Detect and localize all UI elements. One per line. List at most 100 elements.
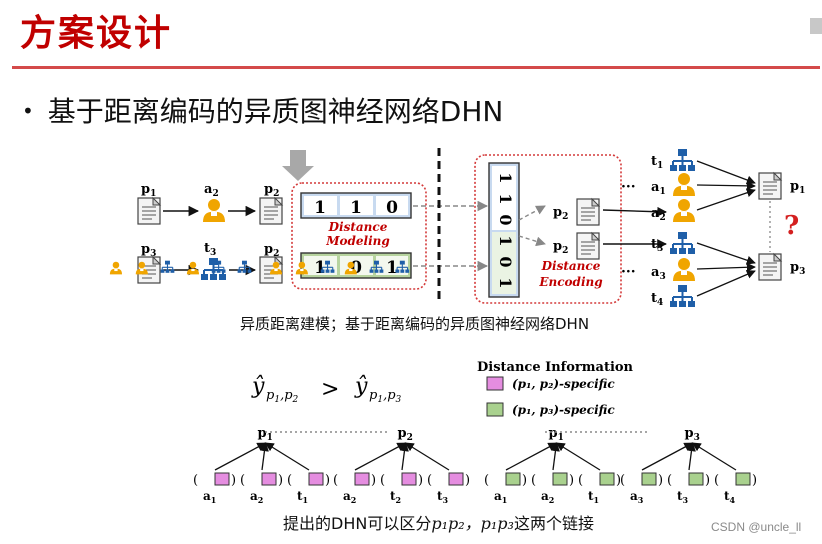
node-label: t3 xyxy=(204,241,216,258)
tree-edge xyxy=(641,442,694,471)
node-label: p2 xyxy=(264,182,279,199)
leaf-bracket: ( xyxy=(427,473,432,488)
node-label: p1 xyxy=(141,182,156,199)
tree-edge xyxy=(264,442,310,471)
caption-math: p₁p₂，p₁p₃ xyxy=(431,514,514,533)
watermark: CSDN @uncle_ll xyxy=(711,520,802,534)
node-label: t3 xyxy=(651,237,663,254)
ellipsis: ··· xyxy=(621,264,636,280)
code-digit: 1 xyxy=(496,277,515,288)
leaf-label: a1 xyxy=(494,489,507,505)
subgraph-tree: p3()a3()t3()t4 xyxy=(344,260,757,505)
code-digit: 0 xyxy=(496,256,515,267)
node-label: t4 xyxy=(651,291,663,308)
leaf-label: a1 xyxy=(203,489,216,505)
corner-decoration xyxy=(810,18,822,34)
down-arrow-icon xyxy=(282,150,314,181)
distance-code-box xyxy=(354,472,370,486)
distance-code-box xyxy=(448,472,464,486)
leaf-bracket: ) xyxy=(752,473,757,488)
distance-code-box xyxy=(552,472,568,486)
distance-modeling-block: 1 1 0 Distance Modeling 1 0 1 xyxy=(291,182,427,290)
code-digit: 1 xyxy=(496,172,515,183)
caption-part: 提出的DHN可以区分 xyxy=(283,514,432,533)
author-icon xyxy=(186,261,199,275)
term-icon xyxy=(669,148,696,172)
leaf-bracket: ( xyxy=(484,473,489,488)
term-icon xyxy=(237,260,252,274)
distance-code-box xyxy=(688,472,704,486)
modeling-label: Modeling xyxy=(325,234,390,248)
formula-operator: > xyxy=(321,377,339,402)
leaf-bracket: ) xyxy=(569,473,574,488)
subgraph-tree: p1()a1()a2()t1 xyxy=(109,260,330,505)
distance-code-box xyxy=(214,472,230,486)
leaf-bracket: ) xyxy=(705,473,710,488)
code-digit: 1 xyxy=(314,198,326,218)
formula-symbol: ŷ xyxy=(251,374,265,399)
dashed-arrow xyxy=(518,235,546,247)
left-pair-2: p3 t3 p2 xyxy=(137,241,283,284)
formula-symbol: ŷ xyxy=(354,374,368,399)
ellipsis: ··· xyxy=(621,179,636,195)
leaf-label: a3 xyxy=(630,489,644,505)
leaf-bracket: ( xyxy=(240,473,245,488)
distance-code-box xyxy=(308,472,324,486)
code-digit: 1 xyxy=(496,235,515,246)
tree-edge xyxy=(214,442,267,471)
author-icon xyxy=(673,173,695,196)
tree-edge xyxy=(550,442,560,471)
leaf-bracket: ) xyxy=(325,473,330,488)
tree-root-label: p1 xyxy=(549,426,564,443)
code-digit: 1 xyxy=(386,258,398,278)
code-digit: 0 xyxy=(496,214,515,225)
leaf-bracket: ( xyxy=(333,473,338,488)
tree-edge xyxy=(555,442,601,471)
subgraph-tree: p1()a1()a2()t1 xyxy=(269,260,621,505)
distance-code-box xyxy=(599,472,615,486)
leaf-label: a2 xyxy=(343,489,356,505)
leaf-bracket: ) xyxy=(418,473,423,488)
leaf-bracket: ) xyxy=(658,473,663,488)
title-divider xyxy=(12,66,820,69)
leaf-bracket: ) xyxy=(616,473,621,488)
paper-icon xyxy=(259,197,283,225)
paper-icon xyxy=(758,172,782,200)
legend-label: (p₁, p₃)-specific xyxy=(512,403,615,417)
neighbor-graph: ··· ··· t1 a1 a2 t3 a3 t4 p1 p3 ? xyxy=(602,148,805,308)
edge-arrow xyxy=(602,206,667,217)
leaf-label: t4 xyxy=(724,489,736,505)
legend-swatch xyxy=(486,376,504,391)
distance-code-box xyxy=(641,472,657,486)
author-icon xyxy=(109,261,122,275)
node-label: p2 xyxy=(553,239,568,256)
score-formula: ŷ p1,p2 > ŷ p1,p3 xyxy=(251,374,402,405)
leaf-label: a2 xyxy=(250,489,263,505)
slide-title: 方案设计 xyxy=(20,13,173,54)
formula-subscript: p1,p3 xyxy=(369,388,402,405)
leaf-label: a2 xyxy=(541,489,554,505)
legend-label: (p₁, p₂)-specific xyxy=(512,377,615,391)
bullet-marker: • xyxy=(22,99,34,123)
node-label: p2 xyxy=(553,205,568,222)
code-digit: 1 xyxy=(314,258,326,278)
caption-bottom: 提出的DHN可以区分p₁p₂，p₁p₃这两个链接 xyxy=(283,510,594,534)
caption-top: 异质距离建模；基于距离编码的异质图神经网络DHN xyxy=(240,315,590,333)
term-icon xyxy=(669,231,696,255)
leaf-bracket: ( xyxy=(287,473,292,488)
distance-code-box xyxy=(735,472,751,486)
node-label: a1 xyxy=(651,180,666,197)
encoding-label: Encoding xyxy=(538,275,602,289)
caption-part: 这两个链接 xyxy=(513,514,594,533)
legend: Distance Information (p₁, p₂)-specific (… xyxy=(477,360,634,417)
modeling-label: Distance xyxy=(328,220,388,234)
node-label: p3 xyxy=(141,242,156,259)
paper-icon xyxy=(576,198,600,226)
leaf-bracket: ( xyxy=(193,473,198,488)
paper-icon xyxy=(137,197,161,225)
tree-edge xyxy=(399,442,409,471)
tree-edge xyxy=(505,442,558,471)
dashed-arrow xyxy=(518,205,546,221)
distance-code-box xyxy=(401,472,417,486)
author-icon xyxy=(673,258,695,281)
